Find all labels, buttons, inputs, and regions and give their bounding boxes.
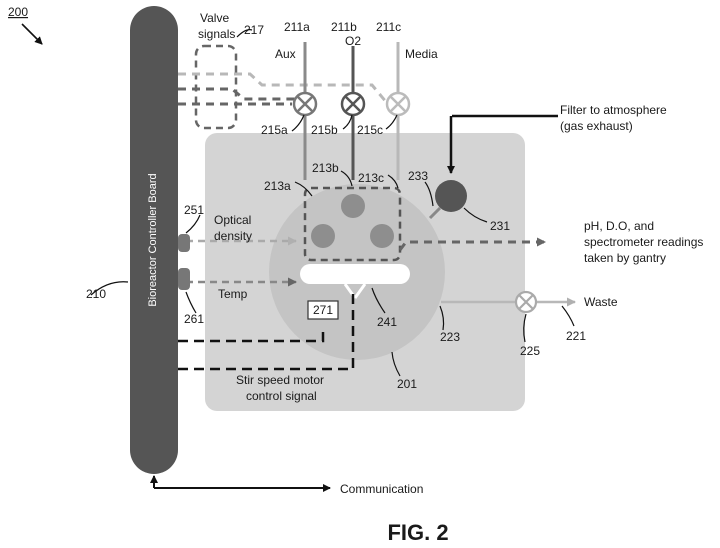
leader-215c	[385, 114, 398, 130]
valve-signal-line-c	[178, 72, 389, 104]
port-213c	[370, 224, 394, 248]
controller-board-label: Bioreactor Controller Board	[147, 173, 159, 306]
sensor-ref-251: 251	[184, 203, 204, 217]
controller-board	[130, 6, 178, 474]
port-ref-213a: 213a	[264, 179, 291, 193]
valve-ref-215b: 215b	[311, 123, 338, 137]
leader-213c	[387, 174, 399, 189]
filter-connection-233	[428, 206, 442, 220]
leader-233	[424, 181, 434, 207]
valve-signal-box	[194, 44, 238, 130]
leader-241	[371, 287, 386, 314]
valve-signals-label-1: Valve	[200, 11, 229, 25]
sensor-label-temp: Temp	[218, 287, 248, 301]
valve-ref-215a: 215a	[261, 123, 288, 137]
leader-215b	[342, 114, 353, 130]
leader-261	[185, 291, 197, 314]
outlet-ref-223: 223	[440, 330, 460, 344]
leader-210	[90, 281, 129, 296]
figure-caption: FIG. 2	[387, 520, 448, 545]
input-label-media: Media	[405, 47, 438, 61]
filter-231	[435, 180, 467, 212]
valve-signals-ref: 217	[244, 23, 264, 37]
waste-label: Waste	[584, 295, 618, 309]
motor-signal-label-1: Stir speed motor	[236, 373, 324, 387]
valve-signal-line-b	[178, 87, 310, 101]
leader-223	[439, 305, 445, 331]
vessel-ref-201: 201	[397, 377, 417, 391]
valve-215b	[340, 91, 366, 117]
filter-label-1: Filter to atmosphere	[560, 103, 667, 117]
readings-label-3: taken by gantry	[584, 251, 666, 265]
input-ref-211b: 211b	[331, 20, 357, 34]
port-213a	[311, 224, 335, 248]
input-ref-211c: 211c	[376, 20, 401, 34]
optical-sensor-251	[178, 234, 190, 252]
motor-signal-label-2: control signal	[246, 389, 317, 403]
communication-label: Communication	[340, 482, 423, 496]
readings-label-2: spectrometer readings	[584, 235, 703, 249]
port-ref-213b: 213b	[312, 161, 339, 175]
leader-213a	[294, 181, 313, 197]
port-ref-213c: 213c	[358, 171, 384, 185]
chamber-ref-241: 241	[377, 315, 397, 329]
input-ref-211a: 211a	[284, 20, 310, 34]
waste-valve-ref-225: 225	[520, 344, 540, 358]
valve-ref-215c: 215c	[357, 123, 383, 137]
sensor-label-optical: Optical	[214, 213, 251, 227]
leader-225	[523, 313, 527, 343]
motor-signal-line	[178, 292, 355, 371]
readings-line	[398, 237, 546, 251]
valve-215a	[292, 91, 318, 117]
input-label-aux: Aux	[275, 47, 296, 61]
sensor-label-density: density	[214, 229, 252, 243]
leader-213b	[340, 170, 353, 187]
valve-215c	[385, 91, 411, 117]
valve-signals-label-2: signals	[198, 27, 235, 41]
port-box-213	[303, 186, 402, 262]
leader-217	[236, 29, 253, 38]
readings-label-1: pH, D.O, and	[584, 219, 654, 233]
waste-ref-221: 221	[566, 329, 586, 343]
temp-sensor-261	[178, 268, 190, 290]
motor-line-271	[178, 326, 325, 343]
motor-ref: 271	[313, 303, 333, 317]
filter-ref-231: 231	[490, 219, 510, 233]
figure-ref-200: 200	[8, 5, 28, 19]
figure-ref-arrow	[21, 23, 43, 45]
input-label-o2: O2	[345, 34, 361, 48]
valve-225	[514, 290, 538, 314]
controller-ref-210: 210	[86, 287, 106, 301]
sensor-ref-261: 261	[184, 312, 204, 326]
leader-215a	[291, 114, 305, 132]
filter-line-ref-233: 233	[408, 169, 428, 183]
leader-251	[185, 214, 201, 234]
leader-221	[561, 305, 575, 327]
filter-label-2: (gas exhaust)	[560, 119, 633, 133]
port-213b	[341, 194, 365, 218]
leader-201	[391, 351, 401, 377]
motor-box-271	[307, 300, 339, 320]
leader-231	[463, 207, 488, 223]
stir-chamber-241	[300, 264, 410, 284]
